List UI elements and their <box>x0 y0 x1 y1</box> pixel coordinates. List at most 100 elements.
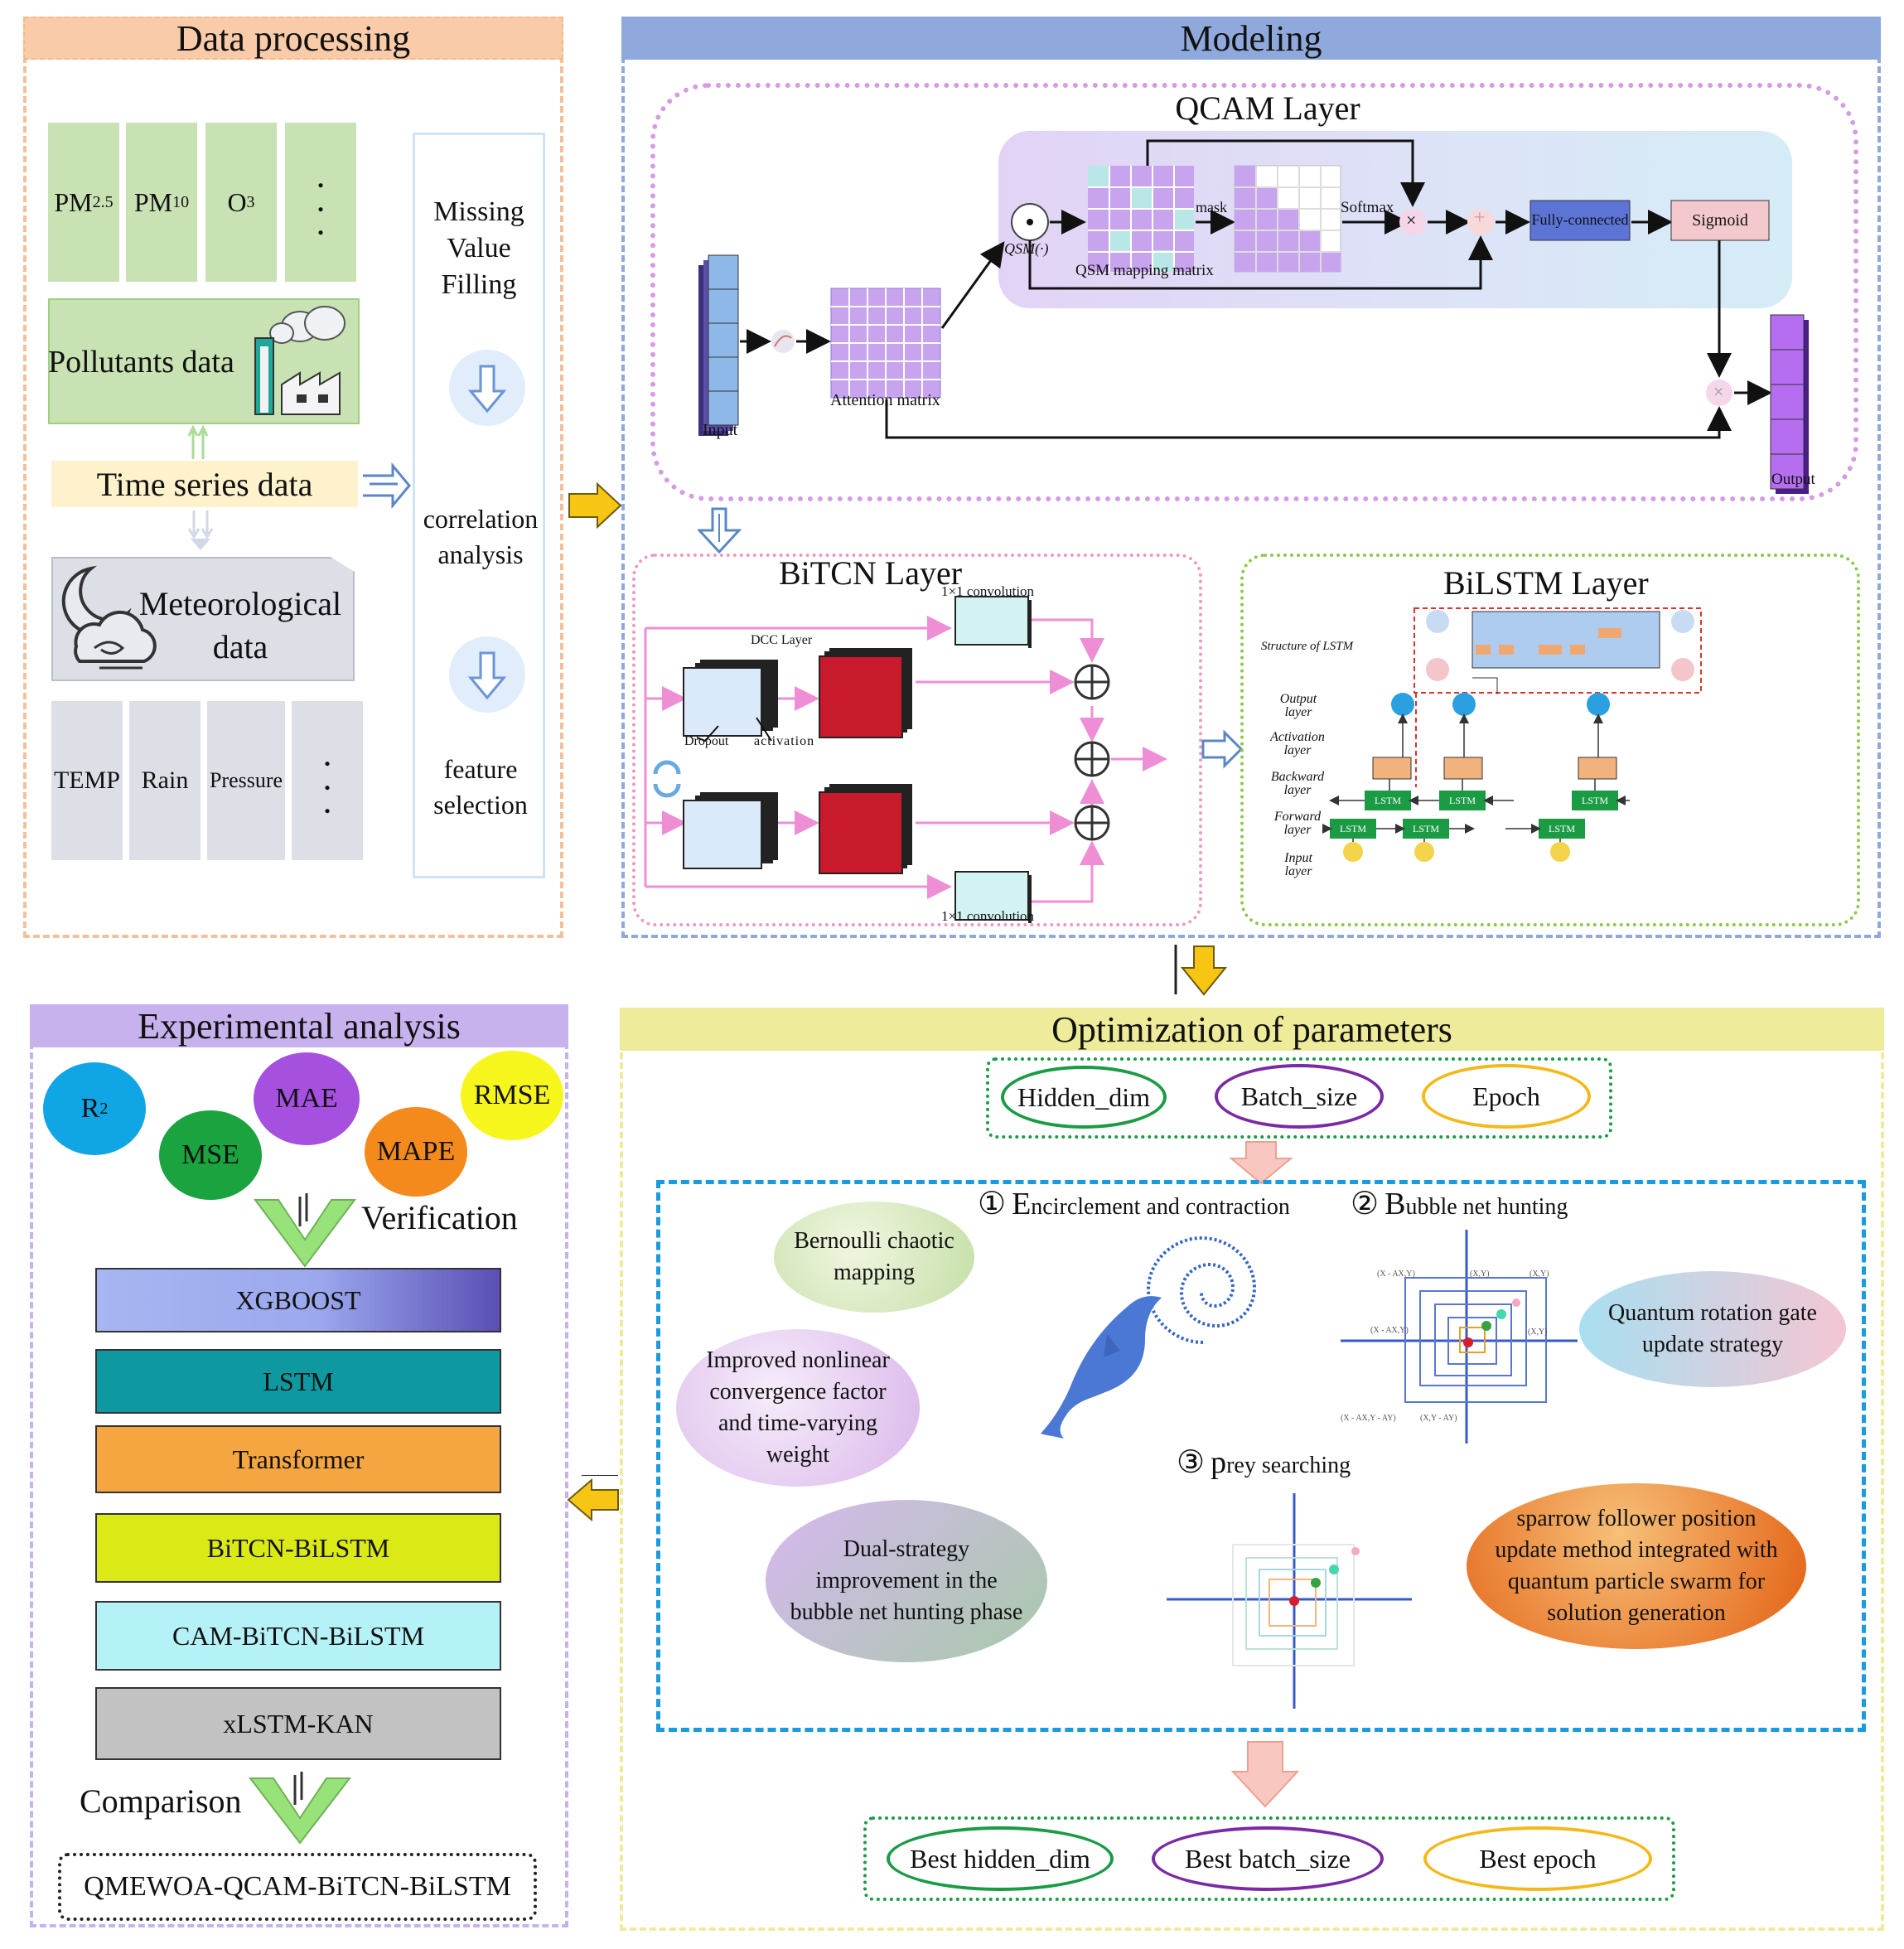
pollutants-data-label: Pollutants data <box>48 345 234 380</box>
model-transformer: Transformer <box>95 1425 501 1493</box>
activation-stack-bottom <box>819 784 912 874</box>
bilstm-backward-layer: Backward layer <box>1270 770 1325 797</box>
optimization-header: Optimization of parameters <box>620 1008 1884 1051</box>
activation-stack-top <box>819 648 912 738</box>
refresh-icon <box>653 760 681 798</box>
pink-arrow-2 <box>1230 1741 1300 1808</box>
bilstm-cell-fwd-3: LSTM <box>1548 822 1575 834</box>
qsm-matrix <box>1088 166 1194 272</box>
pollutant-more: . . . <box>285 123 356 282</box>
woa-box <box>656 1180 1866 1732</box>
qcam-container <box>650 83 1858 501</box>
qcam-mask-label: mask <box>1196 199 1227 215</box>
factory-icon <box>254 306 346 415</box>
qcam-output-label: Output <box>1771 471 1815 488</box>
metric-rmse: RMSE <box>461 1051 563 1140</box>
bilstm-output-layer: Output layer <box>1279 692 1317 719</box>
meteo-rain: Rain <box>129 701 201 860</box>
qcam-sigmoid-label: Sigmoid <box>1692 210 1748 230</box>
bitcn-dcc-label: DCC Layer <box>751 633 813 647</box>
prey-search-plot <box>1167 1493 1412 1709</box>
yellow-arrow-right <box>568 481 622 530</box>
bilstm-cell-back-2: LSTM <box>1448 794 1476 806</box>
dcc-stack-bottom <box>683 792 778 869</box>
qcam-softmax-label: Softmax <box>1341 199 1394 216</box>
time-series-label: Time series data <box>51 461 358 507</box>
green-arrow-verification <box>254 1193 356 1268</box>
model-xgboost: XGBOOST <box>95 1268 501 1332</box>
modeling-header: Modeling <box>621 17 1881 60</box>
params-box <box>986 1057 1612 1139</box>
bilstm-title: BiLSTM Layer <box>1443 564 1649 602</box>
bilstm-cell-fwd-2: LSTM <box>1412 822 1439 834</box>
final-model: QMEWOA-QCAM-BiTCN-BiLSTM <box>58 1853 537 1921</box>
bitcn-title: BiTCN Layer <box>779 554 963 592</box>
model-cam-bitcn-bilstm: CAM-BiTCN-BiLSTM <box>95 1601 501 1671</box>
blob-bernoulli: Bernoulli chaotic mapping <box>774 1202 974 1313</box>
qcam-times-1: × <box>1406 210 1417 230</box>
whale-spiral-illustration <box>1041 1236 1257 1439</box>
best-box <box>863 1816 1675 1901</box>
mask-matrix <box>1234 165 1341 273</box>
model-xlstm-kan: xLSTM-KAN <box>95 1687 501 1760</box>
yellow-arrow-down <box>1174 945 1228 996</box>
svg-text:(X,Y): (X,Y) <box>1529 1270 1549 1279</box>
green-arrow-comparison <box>249 1772 351 1845</box>
blob-dual: Dual-strategy improvement in the bubble … <box>766 1500 1047 1662</box>
bilstm-forward-layer: Forward layer <box>1273 810 1322 837</box>
blob-sparrow: sparrow follower position update method … <box>1467 1483 1806 1649</box>
updown-arrows-bottom <box>187 510 214 550</box>
meteo-temp: TEMP <box>51 701 123 860</box>
bitcn-conv-top-label: 1×1 convolution <box>941 583 1035 599</box>
qcam-times-2: × <box>1713 381 1724 402</box>
qcam-attention-label: Attention matrix <box>830 391 940 409</box>
pink-arrow-1 <box>1229 1141 1293 1185</box>
metric-mse: MSE <box>159 1110 262 1200</box>
dcc-stack-top <box>683 660 778 737</box>
svg-text:(X - AX,Y - AY): (X - AX,Y - AY) <box>1341 1414 1396 1423</box>
comparison-label: Comparison <box>80 1782 242 1820</box>
qcam-plus: + <box>1474 207 1486 229</box>
bilstm-input-layer: Input layer <box>1284 851 1312 878</box>
bitcn-diagram <box>644 596 1167 923</box>
preprocess-box <box>413 133 545 878</box>
bilstm-activation-layer: Activation layer <box>1270 730 1325 757</box>
bilstm-diagram <box>1322 607 1702 862</box>
qcam-qsm-matrix-label: QSM mapping matrix <box>1075 262 1214 279</box>
output-tensor <box>1770 314 1809 494</box>
data-processing-header: Data processing <box>23 17 563 60</box>
best-hidden: Best hidden_dim <box>887 1826 1114 1891</box>
preprocess-correlation: correlation analysis <box>423 503 539 569</box>
meteorological-label: Meteorological data <box>138 585 342 665</box>
bilstm-cell-back-3: LSTM <box>1581 794 1608 806</box>
svg-text:(X,Y): (X,Y) <box>1528 1328 1548 1337</box>
weather-icon <box>61 565 157 670</box>
yellow-arrow-left <box>567 1475 619 1522</box>
bitcn-conv-bottom-label: 1×1 convolution <box>941 908 1035 924</box>
param-batch: Batch_size <box>1215 1064 1384 1129</box>
metric-mae: MAE <box>254 1052 360 1145</box>
down-arrow-to-bitcn <box>698 507 742 554</box>
param-hidden: Hidden_dim <box>1001 1066 1167 1129</box>
qcam-title: QCAM Layer <box>1175 89 1360 127</box>
best-batch: Best batch_size <box>1152 1826 1384 1891</box>
blob-quantum: Quantum rotation gate update strategy <box>1579 1271 1846 1387</box>
meteo-pressure: Pressure <box>207 701 285 860</box>
bilstm-structure-label: Structure of LSTM <box>1261 640 1354 653</box>
verification-label: Verification <box>361 1199 518 1236</box>
down-arrow-2 <box>449 636 525 713</box>
metric-mape: MAPE <box>365 1107 467 1197</box>
qcam-diagram <box>698 139 1809 494</box>
qcam-input-label: Input <box>703 421 738 439</box>
input-tensor <box>698 254 739 436</box>
preprocess-missing: Missing Value Filling <box>433 196 524 301</box>
bitcn-dropout-label: Dropout <box>684 734 729 748</box>
svg-text:(X - AX,Y): (X - AX,Y) <box>1377 1270 1415 1279</box>
svg-text:(X,Y): (X,Y) <box>1470 1270 1490 1279</box>
attention-matrix <box>830 288 941 399</box>
meteo-more: . . . <box>292 701 363 860</box>
updown-arrows-top <box>187 424 209 459</box>
